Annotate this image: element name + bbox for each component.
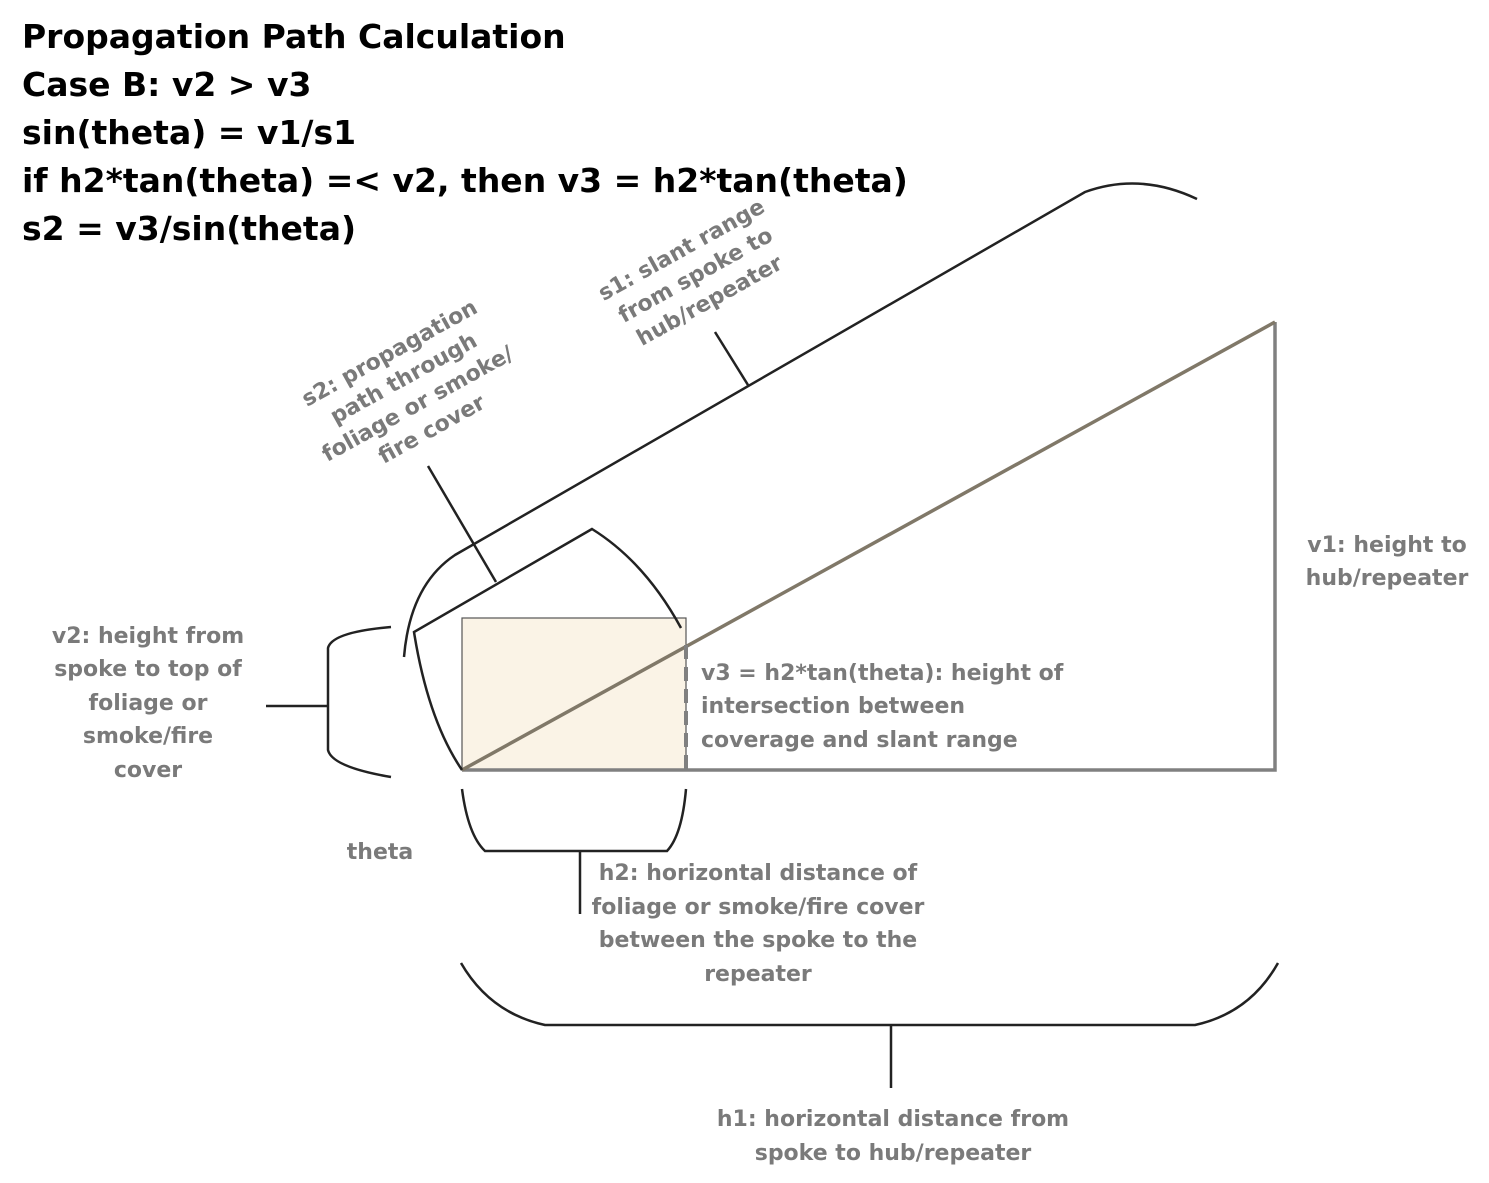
s2-brace xyxy=(412,527,683,771)
foliage-cover-rectangle xyxy=(461,617,687,771)
svg-text:coverage and slant range: coverage and slant range xyxy=(701,728,1018,753)
svg-text:v1: height to: v1: height to xyxy=(1307,533,1466,558)
svg-text:spoke to top of: spoke to top of xyxy=(54,657,242,682)
svg-text:foliage or smoke/fire cover: foliage or smoke/fire cover xyxy=(592,895,925,920)
heading-case: Case B: v2 > v3 xyxy=(22,65,311,104)
v2-label: v2: height from spoke to top of foliage … xyxy=(52,624,244,783)
heading-v3-formula: if h2*tan(theta) =< v2, then v3 = h2*tan… xyxy=(22,161,908,200)
s2-pointer xyxy=(426,465,498,583)
triangle-base-and-height xyxy=(462,322,1277,772)
s1-brace xyxy=(402,182,1198,658)
v1-label: v1: height to hub/repeater xyxy=(1306,533,1469,591)
svg-text:hub/repeater: hub/repeater xyxy=(1306,566,1469,591)
svg-text:repeater: repeater xyxy=(704,962,812,987)
s1-label: s1: slant range from spoke to hub/repeat… xyxy=(594,194,787,351)
h2-label: h2: horizontal distance of foliage or sm… xyxy=(592,861,925,987)
heading-title: Propagation Path Calculation xyxy=(22,17,566,56)
heading-block: Propagation Path Calculation Case B: v2 … xyxy=(22,17,908,248)
svg-text:spoke to hub/repeater: spoke to hub/repeater xyxy=(755,1141,1032,1166)
svg-text:foliage or: foliage or xyxy=(89,691,208,716)
h1-label: h1: horizontal distance from spoke to hu… xyxy=(717,1107,1069,1166)
svg-text:v2: height from: v2: height from xyxy=(52,624,244,649)
h1-brace xyxy=(459,962,1280,1027)
svg-text:between the spoke to the: between the spoke to the xyxy=(599,928,917,953)
heading-s2-formula: s2 = v3/sin(theta) xyxy=(22,209,356,248)
svg-text:intersection between: intersection between xyxy=(701,694,965,719)
slant-range-line xyxy=(461,320,1276,772)
svg-text:smoke/fire: smoke/fire xyxy=(83,724,213,749)
s1-pointer xyxy=(713,331,750,386)
h2-brace xyxy=(460,788,688,853)
v3-label: v3 = h2*tan(theta): height of intersecti… xyxy=(701,661,1064,753)
svg-text:h2: horizontal distance of: h2: horizontal distance of xyxy=(599,861,918,886)
theta-label: theta xyxy=(347,840,413,865)
svg-text:v3 = h2*tan(theta): height of: v3 = h2*tan(theta): height of xyxy=(701,661,1064,686)
heading-sin-formula: sin(theta) = v1/s1 xyxy=(22,113,356,152)
svg-text:h1: horizontal distance from: h1: horizontal distance from xyxy=(717,1107,1069,1132)
v2-brace xyxy=(326,625,392,779)
s2-label: s2: propagation path through foliage or … xyxy=(298,295,519,469)
svg-text:cover: cover xyxy=(114,758,182,783)
